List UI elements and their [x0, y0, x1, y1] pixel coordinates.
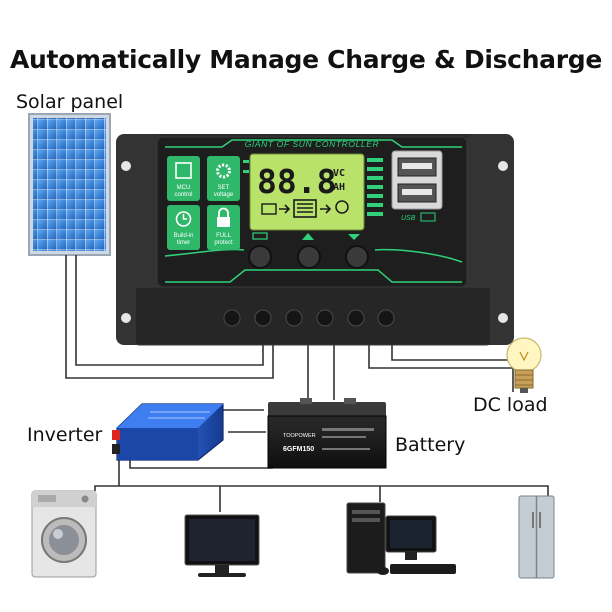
refrigerator-icon	[518, 495, 555, 579]
lcd-unit-bottom: AH	[333, 182, 345, 193]
svg-text:SET: SET	[218, 185, 230, 191]
feature-mcu-control: MCU control	[167, 156, 200, 201]
usb-label: USB	[401, 215, 416, 222]
desktop-computer-icon	[346, 502, 456, 575]
control-buttons	[248, 232, 369, 269]
inverter-icon	[112, 403, 224, 461]
solar-mini-icon	[261, 203, 277, 215]
svg-text:protect: protect	[214, 240, 233, 246]
battery-model: 6GFM150	[283, 446, 314, 453]
charge-controller: GIANT OF SUN CONTROLLER MCU control SET …	[116, 134, 514, 346]
feature-build-in-timer: Build-in timer	[167, 205, 200, 250]
washing-machine-icon	[31, 490, 97, 578]
down-button[interactable]	[345, 245, 369, 269]
lcd-display: 88.8 VC AH	[249, 153, 365, 231]
battery-brand: TOOPOWER	[283, 433, 316, 439]
status-bars	[243, 158, 383, 216]
arrow-right-icon	[320, 204, 332, 214]
svg-text:timer: timer	[177, 240, 190, 246]
battery-mini-icon	[293, 199, 317, 218]
svg-text:FULL: FULL	[216, 233, 231, 239]
diagram-title: Automatically Manage Charge & Discharge	[10, 45, 602, 74]
monitor-icon	[184, 514, 260, 577]
usb-ports: USB	[391, 150, 443, 222]
solar-panel-icon	[28, 113, 111, 256]
gear-icon	[216, 163, 231, 179]
inverter-label: Inverter	[27, 424, 103, 446]
battery-label: Battery	[395, 434, 465, 456]
controller-brand: GIANT OF SUN CONTROLLER	[245, 139, 380, 149]
battery-mode-icon	[252, 232, 268, 240]
svg-text:control: control	[174, 192, 192, 198]
down-arrow-icon	[348, 234, 360, 240]
bulb-mini-icon	[335, 200, 349, 214]
lcd-unit-top: VC	[333, 168, 345, 179]
clock-icon	[175, 211, 192, 227]
up-arrow-icon	[302, 233, 314, 240]
svg-text:voltage: voltage	[214, 192, 234, 198]
feature-full-protect: FULL protect	[207, 205, 240, 250]
chip-icon	[175, 162, 192, 179]
menu-button[interactable]	[248, 245, 272, 269]
svg-text:MCU: MCU	[177, 185, 191, 191]
battery-icon: TOOPOWER 6GFM150	[267, 398, 387, 469]
svg-text:Build-in: Build-in	[173, 233, 193, 239]
up-button[interactable]	[297, 245, 321, 269]
feature-set-voltage: SET voltage	[207, 156, 240, 201]
arrow-right-icon	[279, 204, 291, 214]
lcd-reading: 88.8	[257, 162, 336, 201]
terminal-screws	[223, 309, 395, 327]
dc-load-label: DC load	[473, 394, 548, 416]
lcd-flow-icons	[261, 199, 349, 218]
light-bulb-icon	[506, 337, 542, 393]
lock-icon	[217, 207, 230, 227]
solar-panel-label: Solar panel	[16, 91, 123, 113]
